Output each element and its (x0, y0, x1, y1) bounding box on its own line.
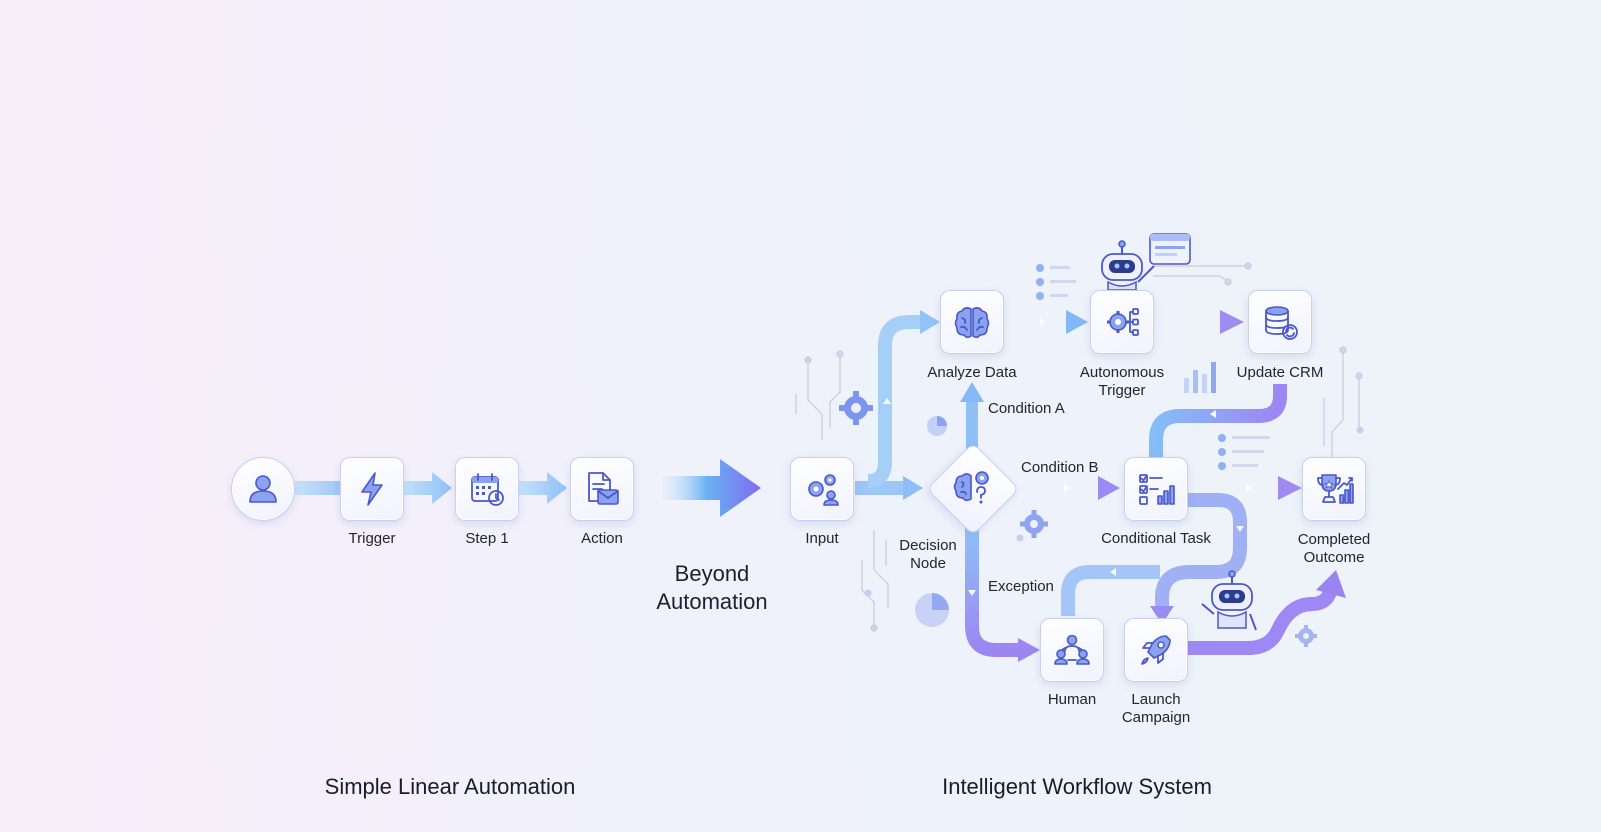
human-label: Human (1047, 691, 1097, 708)
autonomous-line2: Trigger (1098, 382, 1146, 399)
document-mail-icon (588, 472, 619, 505)
beyond-automation-text: Beyond Automation (656, 560, 767, 616)
decision-label: Decision Node (899, 537, 957, 573)
autonomous-trigger-label: Autonomous Trigger (1080, 364, 1164, 400)
brain-question-icon (953, 471, 989, 504)
exception-label: Exception (988, 578, 1054, 595)
decision-line1: Decision (899, 537, 957, 554)
step1-node (455, 457, 519, 521)
database-sync-icon (1265, 306, 1298, 340)
launch-line1: Launch (1131, 691, 1181, 708)
completed-outcome-node (1302, 457, 1366, 521)
lightning-icon (361, 472, 383, 506)
completed-line1: Completed (1297, 531, 1371, 548)
condition-b-label: Condition B (1021, 459, 1099, 476)
rocket-icon (1141, 635, 1171, 665)
pie-chart-icon (927, 416, 947, 436)
linear-connectors (290, 472, 567, 504)
gear-icon (1295, 625, 1317, 647)
conditional-task-node (1124, 457, 1188, 521)
gear-network-icon (1107, 308, 1139, 336)
trophy-chart-icon (1317, 474, 1354, 504)
automation-line: Automation (656, 589, 768, 614)
decision-line2: Node (910, 555, 946, 572)
calendar-clock-icon (471, 473, 504, 506)
autonomous-line1: Autonomous (1079, 364, 1165, 381)
robot-icon (1101, 240, 1155, 291)
trigger-node (340, 457, 404, 521)
gears-user-icon (808, 474, 839, 506)
condition-a-label: Condition A (988, 400, 1065, 417)
trigger-label: Trigger (348, 530, 396, 547)
launch-campaign-node (1124, 618, 1188, 682)
conditional-task-label: Conditional Task (1101, 530, 1211, 547)
gear-icon (1020, 510, 1048, 538)
human-node (1040, 618, 1104, 682)
update-crm-label: Update CRM (1236, 364, 1324, 381)
brain-icon (954, 307, 990, 339)
user-node (231, 457, 295, 521)
update-crm-node (1248, 290, 1312, 354)
launch-line2: Campaign (1121, 709, 1191, 726)
linear-section-title: Simple Linear Automation (324, 774, 576, 799)
decorative-circuits (795, 262, 1363, 632)
dashboard-card (1149, 233, 1191, 265)
beyond-line: Beyond (674, 561, 750, 586)
gear-icon (839, 391, 873, 425)
step1-label: Step 1 (465, 530, 509, 547)
robot-icon (1201, 570, 1257, 631)
completed-line2: Outcome (1303, 549, 1365, 566)
input-label: Input (805, 530, 839, 547)
team-icon (1054, 634, 1090, 665)
checklist-chart-icon (1139, 474, 1175, 505)
action-label: Action (581, 530, 623, 547)
analyze-data-node (940, 290, 1004, 354)
launch-campaign-label: Launch Campaign (1122, 691, 1190, 727)
beyond-automation-arrow (662, 459, 761, 517)
decorative-dots (864, 264, 1364, 597)
completed-outcome-label: Completed Outcome (1298, 531, 1371, 567)
autonomous-trigger-node (1090, 290, 1154, 354)
workflow-connectors (855, 310, 1346, 662)
flow-direction-marks (883, 318, 1252, 596)
input-node (790, 457, 854, 521)
user-icon (249, 475, 277, 503)
workflow-section-title: Intelligent Workflow System (942, 774, 1212, 799)
action-node (570, 457, 634, 521)
pie-chart-icon (915, 593, 949, 627)
analyze-data-label: Analyze Data (927, 364, 1017, 381)
